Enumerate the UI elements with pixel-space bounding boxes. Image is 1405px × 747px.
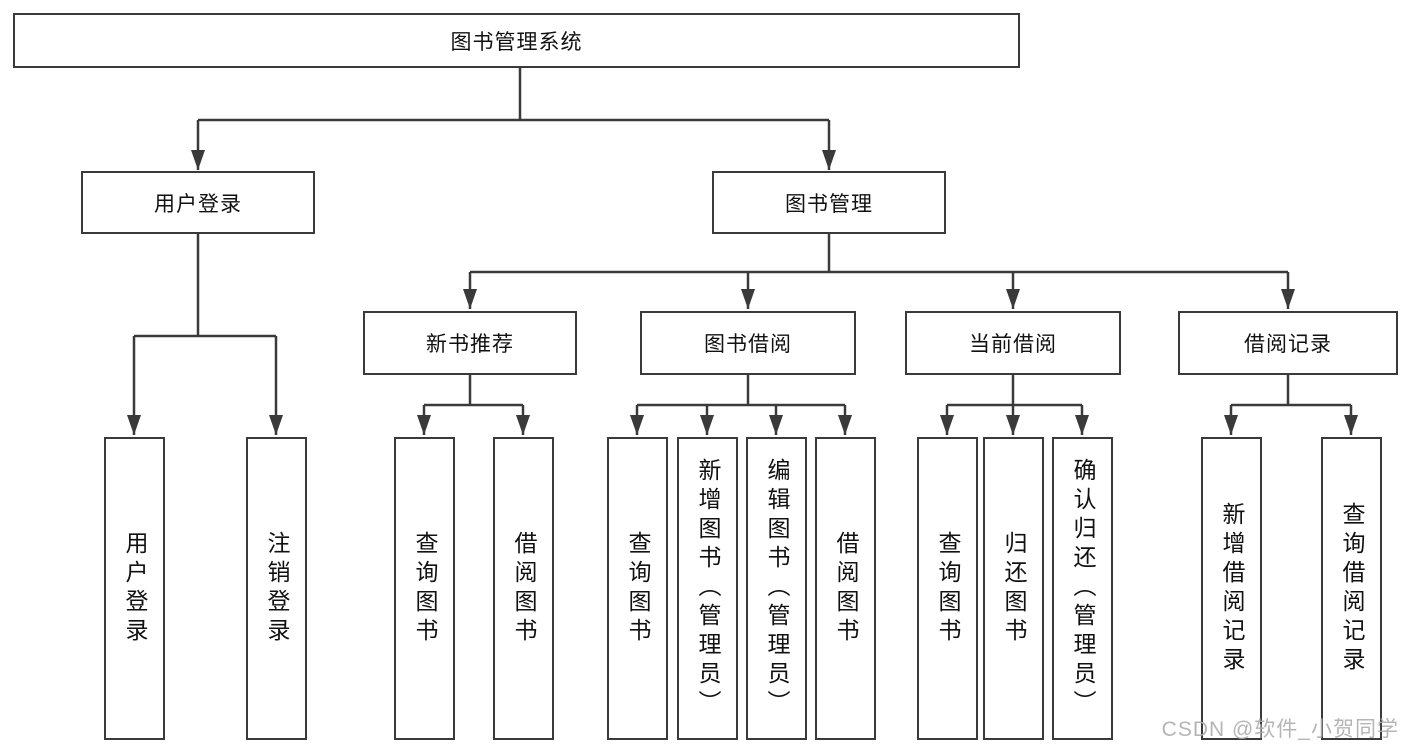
watermark-text: CSDN @软件_小贺同学 [1161,718,1399,741]
leaf-query-books-current: 查询图书 [917,437,978,740]
node-current-borrow: 当前借阅 [905,311,1121,375]
node-borrow-records: 借阅记录 [1178,311,1398,375]
leaf-user-login: 用户登录 [104,437,165,740]
leaf-borrow-books-recommend: 借阅图书 [493,437,554,740]
leaf-add-borrow-record: 新增借阅记录 [1201,437,1262,740]
leaf-query-borrow-record: 查询借阅记录 [1321,437,1382,740]
node-user-login-branch: 用户登录 [81,171,315,234]
leaf-return-books: 归还图书 [983,437,1044,740]
leaf-edit-books-admin: 编辑图书（管理员） [746,437,807,740]
leaf-logout: 注销登录 [246,437,307,740]
node-book-management-branch: 图书管理 [712,171,946,234]
leaf-query-books-recommend: 查询图书 [394,437,455,740]
node-book-management-system: 图书管理系统 [13,13,1020,68]
node-book-borrow: 图书借阅 [640,311,856,375]
node-new-book-recommend: 新书推荐 [363,311,577,375]
leaf-query-books-borrow: 查询图书 [607,437,668,740]
leaf-borrow-books: 借阅图书 [815,437,876,740]
leaf-confirm-return-admin: 确认归还（管理员） [1052,437,1113,740]
leaf-add-books-admin: 新增图书（管理员） [677,437,738,740]
